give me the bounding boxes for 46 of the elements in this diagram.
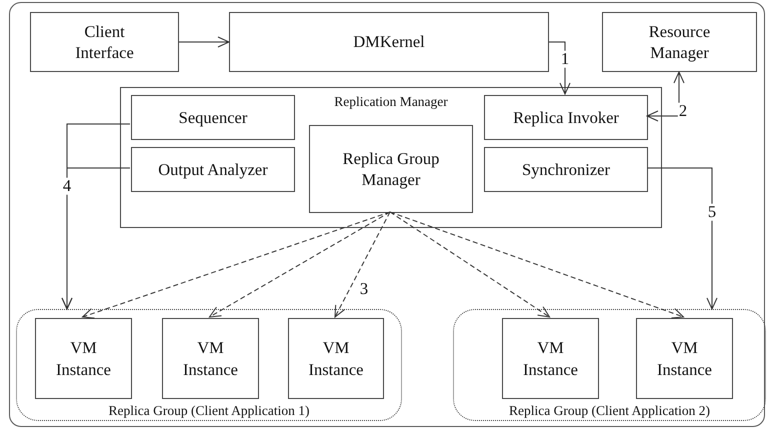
process-box [162, 318, 259, 399]
arrow [178, 36, 230, 48]
process-box [484, 147, 648, 192]
box-label: Replica Invoker [513, 106, 619, 128]
arrow [646, 72, 684, 122]
group-title: Replica Group (Client Application 2) [509, 402, 710, 419]
box-label: Sequencer [178, 106, 248, 128]
box-label: Resource Manager [648, 20, 712, 64]
edge-label: 1 [560, 50, 570, 68]
process-box [636, 318, 733, 399]
process-box [35, 318, 132, 399]
box-label: Output Analyzer [158, 158, 268, 180]
process-box [229, 12, 549, 72]
process-box [131, 147, 295, 192]
process-box [30, 12, 179, 72]
box-label: VM Instance [656, 337, 713, 380]
arrow [390, 212, 550, 318]
edge-label: 2 [678, 102, 688, 120]
edge-label: 4 [62, 178, 72, 194]
box-label: VM Instance [55, 337, 112, 380]
arrow [62, 168, 130, 310]
process-box [131, 95, 295, 140]
process-box [309, 125, 473, 213]
arrow [646, 168, 718, 310]
arrow [334, 212, 390, 318]
group-title: Replication Manager [334, 94, 448, 110]
box-label: VM Instance [522, 337, 579, 380]
edge-label: 5 [706, 204, 718, 220]
group-boundary [16, 309, 402, 421]
process-box [602, 12, 757, 72]
process-box [288, 318, 384, 399]
process-box [502, 318, 599, 399]
box-label: Synchronizer [522, 158, 610, 180]
edge-label: 3 [358, 280, 370, 298]
arrow [390, 212, 684, 318]
container-box [120, 87, 662, 228]
group-title: Replica Group (Client Application 1) [108, 402, 310, 419]
arrow [209, 212, 390, 318]
box-label: Replica Group Manager [342, 148, 440, 190]
group-boundary [453, 309, 766, 421]
process-box [484, 95, 648, 140]
arrow [82, 212, 390, 319]
box-label: DMKernel [353, 31, 425, 53]
box-label: VM Instance [308, 337, 364, 380]
box-label: Client Interface [74, 20, 135, 64]
box-label: VM Instance [182, 337, 239, 380]
